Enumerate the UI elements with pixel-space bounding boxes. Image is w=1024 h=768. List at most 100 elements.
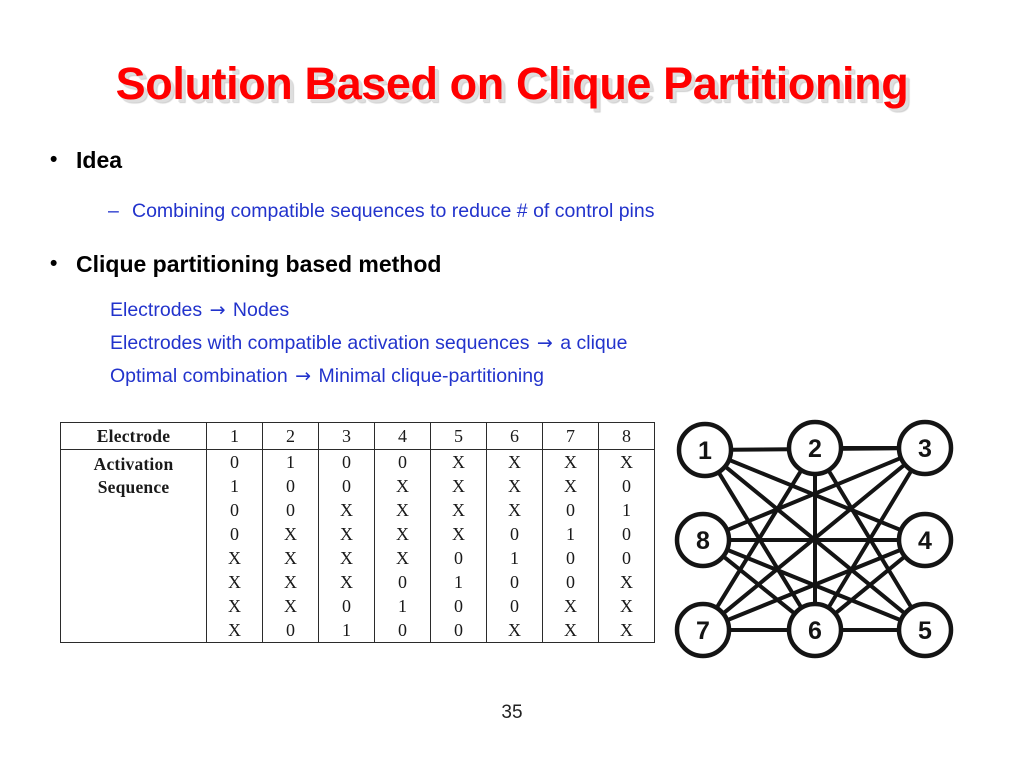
graph-node-circle xyxy=(674,601,732,659)
table-cell: 1 xyxy=(542,522,599,546)
table-cell: 0 xyxy=(542,498,599,522)
graph-node-circle xyxy=(896,511,954,569)
table-cell: 0 xyxy=(374,449,431,474)
mapping-lines: Electrodes → Nodes Electrodes with compa… xyxy=(110,294,627,393)
table-cell: X xyxy=(598,570,655,594)
table-header-cell: 6 xyxy=(486,422,543,450)
graph-node-label: 5 xyxy=(918,617,932,645)
subbullet-combining: – Combining compatible sequences to redu… xyxy=(108,198,654,224)
bullet-idea-label: Idea xyxy=(76,147,123,173)
bullet-idea: • Idea xyxy=(50,146,122,174)
table-cell: 0 xyxy=(598,522,655,546)
table-cell: X xyxy=(542,474,599,498)
arrow-icon: → xyxy=(295,365,312,387)
graph-node-circle xyxy=(786,419,844,477)
mapping-line-2-right: a clique xyxy=(560,332,628,354)
table-cell: X xyxy=(206,594,263,618)
table-cell: 0 xyxy=(430,546,487,570)
table-cell: X xyxy=(430,498,487,522)
bullet-clique-method: • Clique partitioning based method xyxy=(50,250,441,278)
mapping-line-1: Electrodes → Nodes xyxy=(110,294,627,327)
dash-marker-icon: – xyxy=(108,200,119,222)
table-cell: 0 xyxy=(206,449,263,474)
graph-node-label: 7 xyxy=(696,617,710,645)
mapping-line-1-left: Electrodes xyxy=(110,299,203,321)
subbullet-combining-label: Combining compatible sequences to reduce… xyxy=(132,200,655,222)
table-cell: X xyxy=(262,522,319,546)
table-cell: X xyxy=(430,474,487,498)
table-cell: 0 xyxy=(318,449,375,474)
table-cell: X xyxy=(486,449,543,474)
graph-node-label: 8 xyxy=(696,527,710,555)
graph-node-circle xyxy=(896,601,954,659)
mapping-line-2-left: Electrodes with compatible activation se… xyxy=(110,332,530,354)
table-header-cell: 8 xyxy=(598,422,655,450)
graph-node-label: 4 xyxy=(918,527,932,555)
graph-edge xyxy=(721,554,797,616)
table-cell: X xyxy=(374,546,431,570)
mapping-line-3-right: Minimal clique-partitioning xyxy=(318,365,544,387)
bullet-marker-icon: • xyxy=(50,252,58,275)
table-cell: X xyxy=(542,449,599,474)
table-header-cell: 7 xyxy=(542,422,599,450)
table-cell: 0 xyxy=(598,546,655,570)
table-cell: X xyxy=(486,474,543,498)
table-cell: X xyxy=(542,594,599,618)
arrow-icon: → xyxy=(209,299,226,321)
table-cell: X xyxy=(486,498,543,522)
table-header-cell: 3 xyxy=(318,422,375,450)
mapping-line-3: Optimal combination → Minimal clique-par… xyxy=(110,360,627,393)
table-header-cell: 5 xyxy=(430,422,487,450)
graph-node-label: 1 xyxy=(698,437,712,465)
table-cell: 0 xyxy=(542,546,599,570)
table-row-label-line2: Sequence xyxy=(97,477,170,497)
table-cell: X xyxy=(206,618,263,643)
table-cell: 0 xyxy=(262,498,319,522)
table-cell: 0 xyxy=(262,474,319,498)
table-cell: X xyxy=(374,474,431,498)
page-number: 35 xyxy=(501,702,523,723)
table-cell: X xyxy=(318,498,375,522)
table-header-label: Electrode xyxy=(60,422,207,450)
table-header-cell: 1 xyxy=(206,422,263,450)
table-cell: 1 xyxy=(486,546,543,570)
graph-node-circle xyxy=(676,421,734,479)
page-title: Solution Based on Clique Partitioning xyxy=(115,58,909,109)
table-cell: X xyxy=(374,498,431,522)
table-cell: 0 xyxy=(318,474,375,498)
table-cell: 1 xyxy=(262,449,319,474)
table-header-cell: 2 xyxy=(262,422,319,450)
mapping-line-3-left: Optimal combination xyxy=(110,365,288,387)
graph-node-circle xyxy=(786,601,844,659)
table-cell: 0 xyxy=(486,594,543,618)
table-cell: 0 xyxy=(206,498,263,522)
graph-node-circle xyxy=(674,511,732,569)
table-cell: X xyxy=(318,570,375,594)
table-cell: X xyxy=(206,570,263,594)
graph-edge xyxy=(725,455,903,533)
graph-node-label: 3 xyxy=(918,435,932,463)
graph-edge xyxy=(833,554,907,616)
table-cell: X xyxy=(262,570,319,594)
table-cell: 0 xyxy=(598,474,655,498)
arrow-icon: → xyxy=(536,332,553,354)
table-cell: X xyxy=(598,449,655,474)
table-cell: 0 xyxy=(486,522,543,546)
table-cell: X xyxy=(318,522,375,546)
table-cell: X xyxy=(542,618,599,643)
table-cell: 1 xyxy=(430,570,487,594)
table-cell: X xyxy=(374,522,431,546)
graph-node-label: 6 xyxy=(808,617,822,645)
